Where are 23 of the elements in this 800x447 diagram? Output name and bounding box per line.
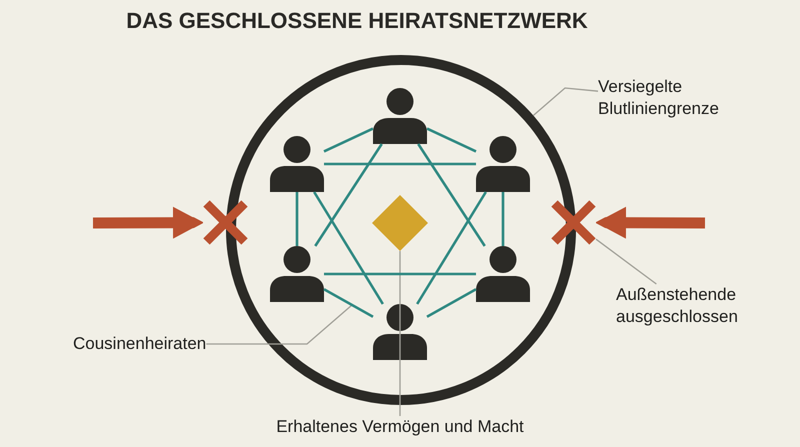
connector-line xyxy=(417,143,486,247)
connector-line xyxy=(324,272,476,276)
arrow xyxy=(92,206,204,239)
annotation-text: Cousinenheiraten xyxy=(73,333,206,355)
leader-line xyxy=(532,87,598,116)
arrow xyxy=(596,206,706,239)
connector-line xyxy=(426,288,477,318)
leader-line xyxy=(206,304,352,345)
annotation-text: Außenstehende ausgeschlossen xyxy=(616,284,756,328)
diagram-title: DAS GESCHLOSSENE HEIRATSNETZWERK xyxy=(126,8,588,34)
connector-line xyxy=(296,192,298,246)
connector-line xyxy=(323,127,374,153)
connector-line xyxy=(426,127,477,153)
annotation-text: Erhaltenes Vermögen und Macht xyxy=(276,416,524,438)
connector-line xyxy=(324,162,476,166)
leader-line xyxy=(596,238,657,285)
connector-line xyxy=(416,191,487,305)
connector-line xyxy=(502,192,504,246)
connector-line xyxy=(314,143,383,247)
connector-line xyxy=(313,191,384,305)
connector-line xyxy=(323,288,374,318)
leader-line xyxy=(399,251,401,416)
annotation-text: Versiegelte Blutliniengrenze xyxy=(598,76,738,120)
